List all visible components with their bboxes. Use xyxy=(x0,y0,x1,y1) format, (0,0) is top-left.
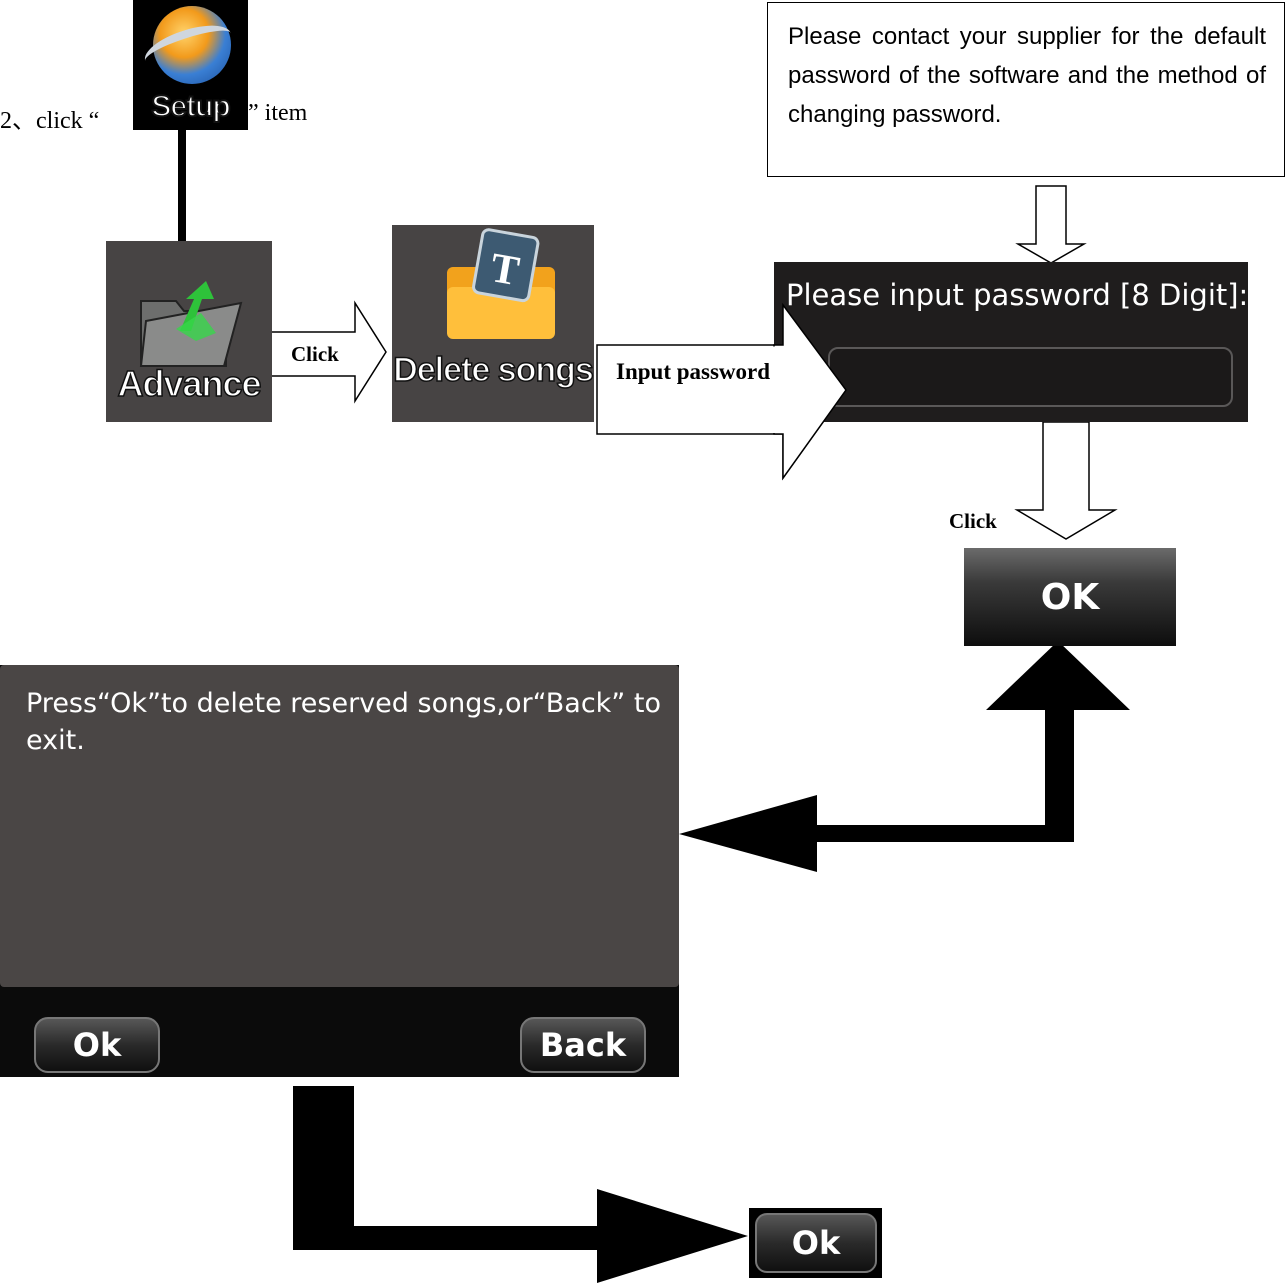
delete-songs-tile[interactable]: T Delete songs xyxy=(392,225,594,422)
dialog-ok-button[interactable]: Ok xyxy=(34,1017,160,1073)
password-panel: Please input password [8 Digit]: xyxy=(774,262,1248,422)
advance-label: Advance xyxy=(117,362,263,405)
folder-t-icon: T xyxy=(447,228,555,339)
dialog-to-final-ok-arrow xyxy=(293,1086,748,1283)
click-label-1: Click xyxy=(291,342,339,366)
supplier-note: Please contact your supplier for the def… xyxy=(767,2,1285,177)
password-prompt: Please input password [8 Digit]: xyxy=(786,278,1249,312)
setup-to-advance-line xyxy=(178,128,186,278)
password-to-ok-arrow xyxy=(1014,421,1118,540)
note-to-password-arrow xyxy=(1015,185,1087,264)
click-label-2: Click xyxy=(949,509,997,533)
delete-confirm-dialog: Press“Ok”to delete reserved songs,or“Bac… xyxy=(0,665,679,1077)
globe-icon xyxy=(153,6,231,84)
password-input[interactable] xyxy=(828,347,1233,407)
ok-button-top[interactable]: OK xyxy=(964,548,1176,646)
delete-songs-label: Delete songs xyxy=(392,350,594,390)
click-arrow-1 xyxy=(270,300,387,404)
setup-icon-label: Setup xyxy=(150,89,231,124)
folder-icon xyxy=(139,281,243,367)
advance-tile[interactable]: Advance xyxy=(106,241,272,422)
input-password-label: Input password xyxy=(616,359,771,384)
final-ok-frame: Ok xyxy=(749,1208,882,1278)
dialog-message: Press“Ok”to delete reserved songs,or“Bac… xyxy=(26,688,661,756)
dialog-body: Press“Ok”to delete reserved songs,or“Bac… xyxy=(0,665,679,987)
setup-icon[interactable]: Setup xyxy=(133,0,248,130)
dialog-back-button[interactable]: Back xyxy=(520,1017,646,1073)
step-suffix: ” item xyxy=(248,100,308,126)
step-prefix: 2、click “ xyxy=(0,108,100,134)
ok-to-dialog-arrow xyxy=(679,641,1130,872)
step-instruction: 2、click “ xyxy=(0,100,99,135)
final-ok-button[interactable]: Ok xyxy=(755,1213,877,1273)
